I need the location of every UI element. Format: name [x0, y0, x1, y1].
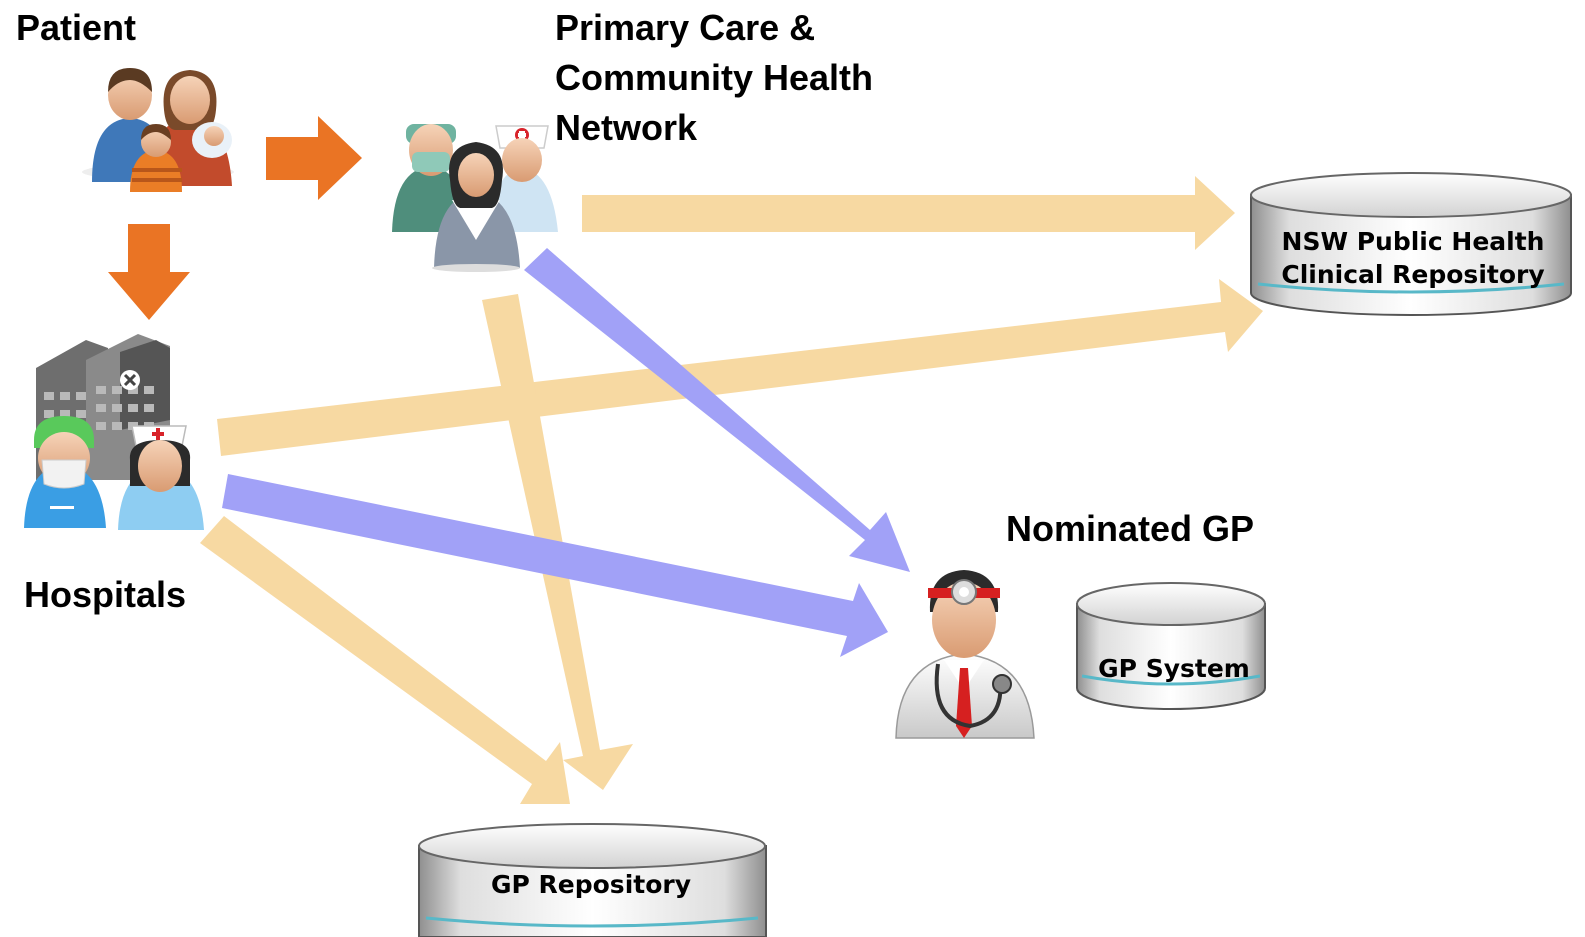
nsw-repository-label-line1: NSW Public Health — [1282, 227, 1545, 256]
arrow-hospitals-to-gp-repository — [200, 516, 570, 804]
medical-staff-icon — [392, 124, 558, 272]
gp-repository-label: GP Repository — [491, 870, 691, 899]
nsw-repository: NSW Public Health Clinical Repository — [1250, 172, 1572, 316]
arrow-hospitals-to-nominated-gp — [222, 474, 888, 657]
arrow-patient-to-primary-care — [266, 116, 362, 200]
doctor-icon — [895, 570, 1035, 739]
gp-system-label: GP System — [1098, 654, 1250, 683]
arrow-primary-care-to-nominated-gp — [524, 248, 910, 572]
nominated-gp-label: Nominated GP — [1006, 508, 1255, 549]
arrow-patient-to-hospitals — [108, 224, 190, 320]
primary-care-label-line1: Primary Care & — [555, 7, 816, 48]
arrow-primary-care-to-nsw-repository — [582, 176, 1235, 250]
gp-system: GP System — [1076, 582, 1266, 710]
arrow-hospitals-to-nsw-repository — [217, 279, 1263, 456]
patient-label: Patient — [16, 7, 137, 48]
flow-arrows — [108, 116, 1263, 804]
primary-care-label-line3: Network — [555, 107, 698, 148]
primary-care-label: Primary Care & Community Health Network — [555, 3, 873, 153]
primary-care-label-line2: Community Health — [555, 57, 874, 98]
nsw-repository-label-line2: Clinical Repository — [1281, 260, 1544, 289]
family-icon — [82, 68, 234, 192]
hospital-staff-icon — [24, 334, 204, 530]
gp-repository: GP Repository — [418, 823, 767, 937]
hospitals-label: Hospitals — [24, 574, 187, 615]
